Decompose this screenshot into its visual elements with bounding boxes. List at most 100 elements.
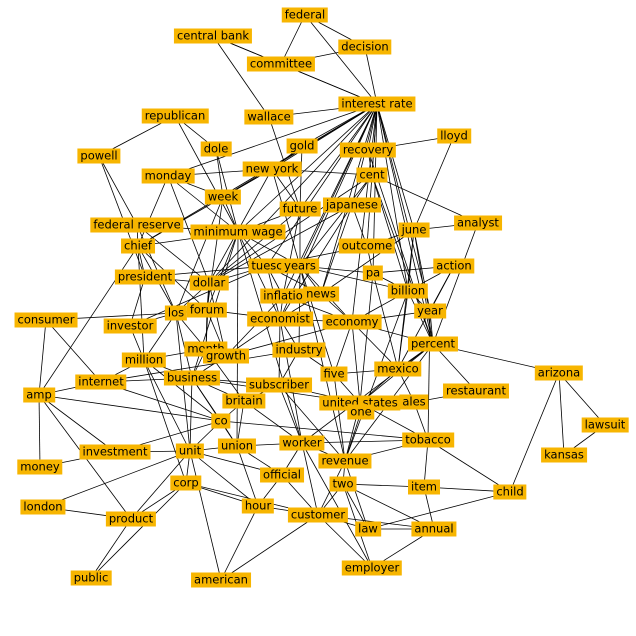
edge-percent-worker: [301, 343, 434, 444]
node-co: co: [211, 413, 231, 429]
node-united-states: united states: [319, 395, 401, 411]
edge-los-business: [175, 312, 193, 379]
node-dole: dole: [200, 141, 232, 157]
edge-federal_reserve-dollar: [136, 224, 210, 284]
edge-dole-week: [215, 148, 224, 198]
edge-unit-london: [42, 450, 191, 508]
node-london: london: [20, 499, 66, 515]
edge-interest_rate-june: [376, 103, 415, 231]
node-dollar: dollar: [189, 275, 229, 291]
node-recovery: recovery: [339, 142, 397, 158]
node-tuesday: tuesc: [248, 258, 286, 274]
edge-new_york-chief: [137, 168, 273, 247]
node-two: two: [329, 476, 357, 492]
edge-monday-dollar: [167, 175, 210, 284]
node-year: year: [414, 303, 446, 319]
edge-cent-dollar: [208, 174, 373, 284]
node-arizona: arizona: [534, 365, 584, 381]
edge-revenue-law: [344, 460, 369, 530]
node-future: future: [279, 201, 321, 217]
node-president: president: [114, 269, 176, 285]
node-investment: investment: [79, 444, 151, 460]
edge-interest_rate-dollar: [208, 103, 378, 284]
node-analyst: analyst: [454, 215, 502, 231]
edge-investor-president: [129, 276, 146, 327]
edge-decision-interest_rate: [364, 46, 378, 105]
node-official: official: [260, 467, 304, 483]
edge-year-tobacco: [427, 310, 431, 441]
node-growth: growth: [202, 348, 250, 364]
node-industry: industry: [272, 342, 326, 358]
edge-cent-years: [299, 174, 373, 267]
edge-future-inflation: [282, 208, 301, 297]
node-investor: investor: [103, 318, 157, 334]
node-interest-rate: interest rate: [338, 96, 416, 112]
node-corp: corp: [170, 475, 202, 491]
edge-new_york-years: [271, 168, 301, 267]
node-wallace: wallace: [244, 109, 294, 125]
edge-union-hour: [236, 445, 259, 507]
edge-interest_rate-year: [376, 103, 431, 312]
node-june: june: [398, 222, 430, 238]
edge-cent-billion: [371, 174, 409, 292]
edge-co-tobacco: [220, 420, 429, 441]
edge-chief-million: [137, 245, 145, 361]
edge-federal-committee: [280, 14, 306, 65]
node-item: item: [408, 479, 440, 495]
node-los: los: [164, 305, 188, 321]
edge-unit-hour: [189, 450, 259, 507]
node-lloyd: lloyd: [437, 128, 471, 144]
node-japanese: japanese: [322, 197, 382, 213]
node-worker: worker: [279, 435, 325, 451]
node-committee: committee: [246, 56, 316, 72]
edge-amp-money: [38, 394, 41, 468]
node-revenue: revenue: [318, 453, 372, 469]
node-inflation: inflatio: [260, 288, 306, 304]
edge-product-public: [90, 518, 132, 579]
node-employer: employer: [341, 560, 403, 576]
edge-hour-american: [220, 505, 259, 581]
edge-analyst-percent: [432, 222, 479, 345]
node-years: years: [281, 258, 319, 274]
edge-arizona-child: [509, 372, 560, 493]
edge-lloyd-june: [413, 135, 455, 231]
node-sales: ales: [399, 394, 429, 410]
node-news: news: [303, 286, 339, 302]
node-subscriber: subscriber: [246, 377, 312, 393]
edge-million-corp: [143, 359, 187, 484]
edge-minimum_wage-union: [236, 231, 239, 447]
edge-billion-mexico: [397, 290, 409, 370]
edge-los-million: [143, 312, 177, 361]
node-monday: monday: [141, 168, 195, 184]
edge-amp-investment: [38, 394, 116, 453]
edge-powell-president: [98, 155, 146, 278]
edge-subscriber-worker: [278, 384, 303, 444]
edge-republican-minimum_wage: [174, 115, 239, 233]
node-economist: economist: [247, 311, 313, 327]
edge-amp-co: [38, 394, 222, 422]
edge-japanese-dollar: [208, 204, 353, 284]
node-product: product: [105, 511, 157, 527]
edge-consumer-internet: [45, 319, 102, 383]
edge-industry-internet: [100, 349, 300, 383]
node-lawsuit: lawsuit: [581, 417, 629, 433]
node-cent: cent: [356, 167, 388, 183]
node-five: five: [320, 366, 348, 382]
node-customer: customer: [287, 507, 349, 523]
edge-economy-five: [333, 321, 353, 375]
edge-interest_rate-future: [299, 103, 378, 210]
edge-worker-customer: [301, 442, 319, 516]
edge-million-co: [143, 359, 222, 422]
node-gold: gold: [286, 138, 318, 154]
edge-customer-employer: [317, 514, 373, 569]
node-pa: pa: [362, 265, 384, 281]
node-minimum-wage: minimum wage: [190, 224, 286, 240]
edge-one-revenue: [344, 411, 362, 462]
edge-tobacco-item: [423, 439, 429, 488]
edge-arizona-lawsuit: [558, 372, 606, 426]
node-amp: amp: [23, 387, 55, 403]
node-restaurant: restaurant: [443, 383, 509, 399]
edge-cent-analyst: [371, 174, 479, 224]
